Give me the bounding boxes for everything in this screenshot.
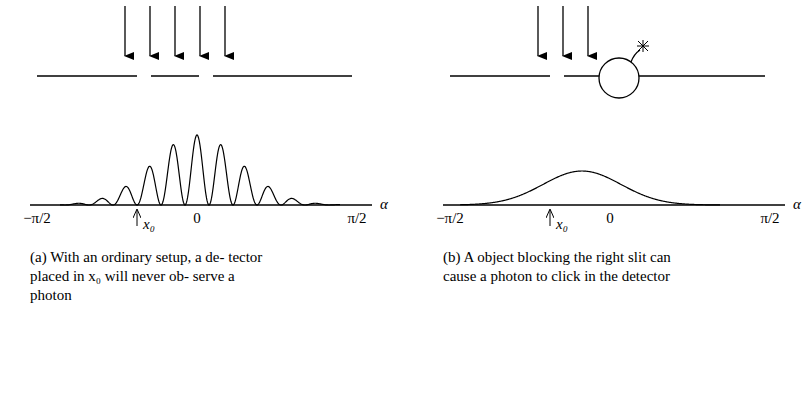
bomb-symbol [599, 40, 649, 98]
axis-tick-label: 0 [193, 209, 201, 227]
detector-arrow [550, 210, 551, 226]
double-slit-barrier [37, 75, 352, 76]
double-slit-barrier [450, 75, 765, 76]
axis-tick-label: −π/2 [436, 209, 464, 227]
photon-arrows [125, 6, 225, 56]
axis-tick-label: π/2 [347, 209, 366, 227]
detector-arrow [137, 210, 138, 226]
figure-caption: (b) A object blocking the right slit can… [443, 248, 683, 286]
detector-label: x₀ [143, 215, 155, 233]
interference-pattern [60, 135, 340, 205]
axis-tick-label: π/2 [760, 209, 779, 227]
photon-arrows [538, 6, 588, 56]
single-slit-pattern [460, 171, 720, 205]
axis-symbol: α [380, 195, 388, 213]
detector-label: x₀ [556, 215, 568, 233]
axis-tick-label: −π/2 [23, 209, 51, 227]
figure-caption: (a) With an ordinary setup, a de- tector… [30, 248, 270, 304]
alpha-axis [443, 204, 785, 205]
axis-symbol: α [793, 195, 801, 213]
axis-tick-label: 0 [606, 209, 614, 227]
